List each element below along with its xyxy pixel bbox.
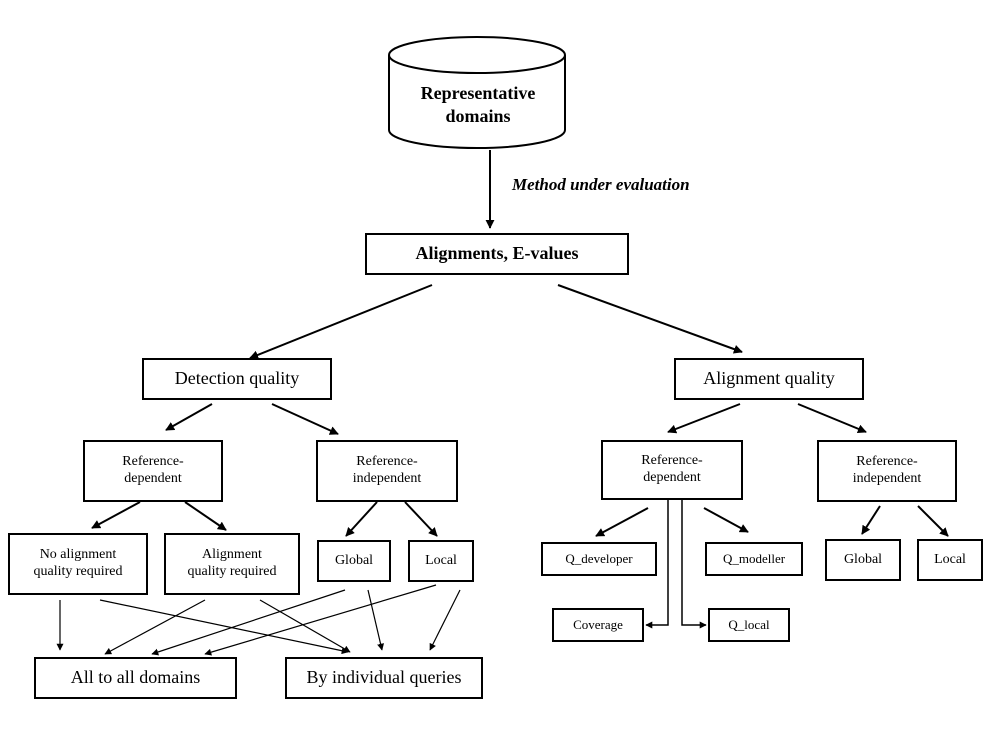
- arrow-detection-to-refindep: [271, 403, 339, 435]
- alignment-local-label: Local: [934, 551, 966, 567]
- q-local-label: Q_local: [728, 617, 770, 633]
- arrow-aqrefdep-to-qlocal: [681, 500, 707, 629]
- arrow-refindep-to-local: [404, 501, 438, 537]
- arrow-alignments-to-detection: [249, 284, 433, 360]
- coverage-box: Coverage: [552, 608, 644, 642]
- detection-global-box: Global: [317, 540, 391, 582]
- arrow-global-to-alltoall: [151, 589, 346, 656]
- alignment-local-box: Local: [917, 539, 983, 581]
- arrow-aqrefindep-to-local: [917, 505, 949, 537]
- arrow-aqrefdep-to-coverage: [645, 500, 669, 629]
- q-modeller-label: Q_modeller: [722, 551, 786, 567]
- alignment-quality-box: Alignment quality: [674, 358, 864, 400]
- alignment-reference-independent-box: Reference-independent: [817, 440, 957, 502]
- database-cylinder: [388, 36, 566, 149]
- q-developer-label: Q_developer: [565, 551, 633, 567]
- arrow-refdep-to-alignreq: [184, 501, 227, 531]
- alignment-quality-label: Alignment quality: [703, 368, 835, 389]
- alignment-quality-required-label: Alignment quality required: [187, 547, 277, 579]
- arrow-global-to-byqueries: [367, 589, 384, 651]
- arrow-local-to-byqueries: [429, 589, 461, 651]
- detection-reference-independent-box: Reference-independent: [316, 440, 458, 502]
- no-alignment-quality-box: No alignment quality required: [8, 533, 148, 595]
- arrow-detection-to-refdep: [165, 403, 213, 431]
- arrow-local-to-alltoall: [204, 584, 437, 656]
- arrow-aqrefdep-to-qmodeller: [703, 507, 749, 533]
- alignment-reference-dependent-box: Reference-dependent: [601, 440, 743, 500]
- arrow-alignments-to-alignment-quality: [557, 284, 743, 354]
- alignments-evalues-box: Alignments, E-values: [365, 233, 629, 275]
- by-individual-queries-label: By individual queries: [306, 667, 462, 688]
- q-developer-box: Q_developer: [541, 542, 657, 576]
- arrow-aqrefindep-to-global: [861, 505, 881, 535]
- alignment-global-label: Global: [843, 551, 883, 567]
- arrow-refdep-to-noalign: [91, 501, 141, 529]
- arrow-alignreq-to-byqueries: [259, 599, 351, 653]
- detection-reference-dependent-label: Reference-dependent: [122, 454, 184, 486]
- q-modeller-box: Q_modeller: [705, 542, 803, 576]
- method-under-evaluation-label: Method under evaluation: [512, 175, 690, 194]
- detection-local-box: Local: [408, 540, 474, 582]
- detection-quality-box: Detection quality: [142, 358, 332, 400]
- arrow-aqrefdep-to-qdeveloper: [595, 507, 649, 537]
- all-to-all-domains-label: All to all domains: [70, 667, 201, 688]
- detection-reference-independent-label: Reference-independent: [352, 454, 422, 486]
- alignment-reference-dependent-label: Reference-dependent: [641, 453, 703, 485]
- arrow-refindep-to-global: [345, 501, 378, 537]
- alignment-global-box: Global: [825, 539, 901, 581]
- detection-quality-label: Detection quality: [174, 368, 300, 389]
- alignment-quality-required-box: Alignment quality required: [164, 533, 300, 595]
- detection-local-label: Local: [425, 552, 457, 568]
- no-alignment-quality-label: No alignment quality required: [33, 547, 123, 579]
- arrow-aq-to-refdep: [667, 403, 741, 434]
- alignments-evalues-label: Alignments, E-values: [415, 243, 579, 264]
- all-to-all-domains-box: All to all domains: [34, 657, 237, 699]
- arrow-aq-to-refindep: [797, 403, 867, 434]
- coverage-label: Coverage: [573, 617, 623, 633]
- detection-reference-dependent-box: Reference-dependent: [83, 440, 223, 502]
- arrow-noalign-to-byqueries: [99, 599, 349, 655]
- q-local-box: Q_local: [708, 608, 790, 642]
- detection-global-label: Global: [334, 552, 374, 568]
- by-individual-queries-box: By individual queries: [285, 657, 483, 699]
- alignment-reference-independent-label: Reference-independent: [852, 454, 922, 486]
- representative-domains-label: Representative domains: [420, 83, 536, 127]
- arrow-alignreq-to-alltoall: [104, 599, 206, 655]
